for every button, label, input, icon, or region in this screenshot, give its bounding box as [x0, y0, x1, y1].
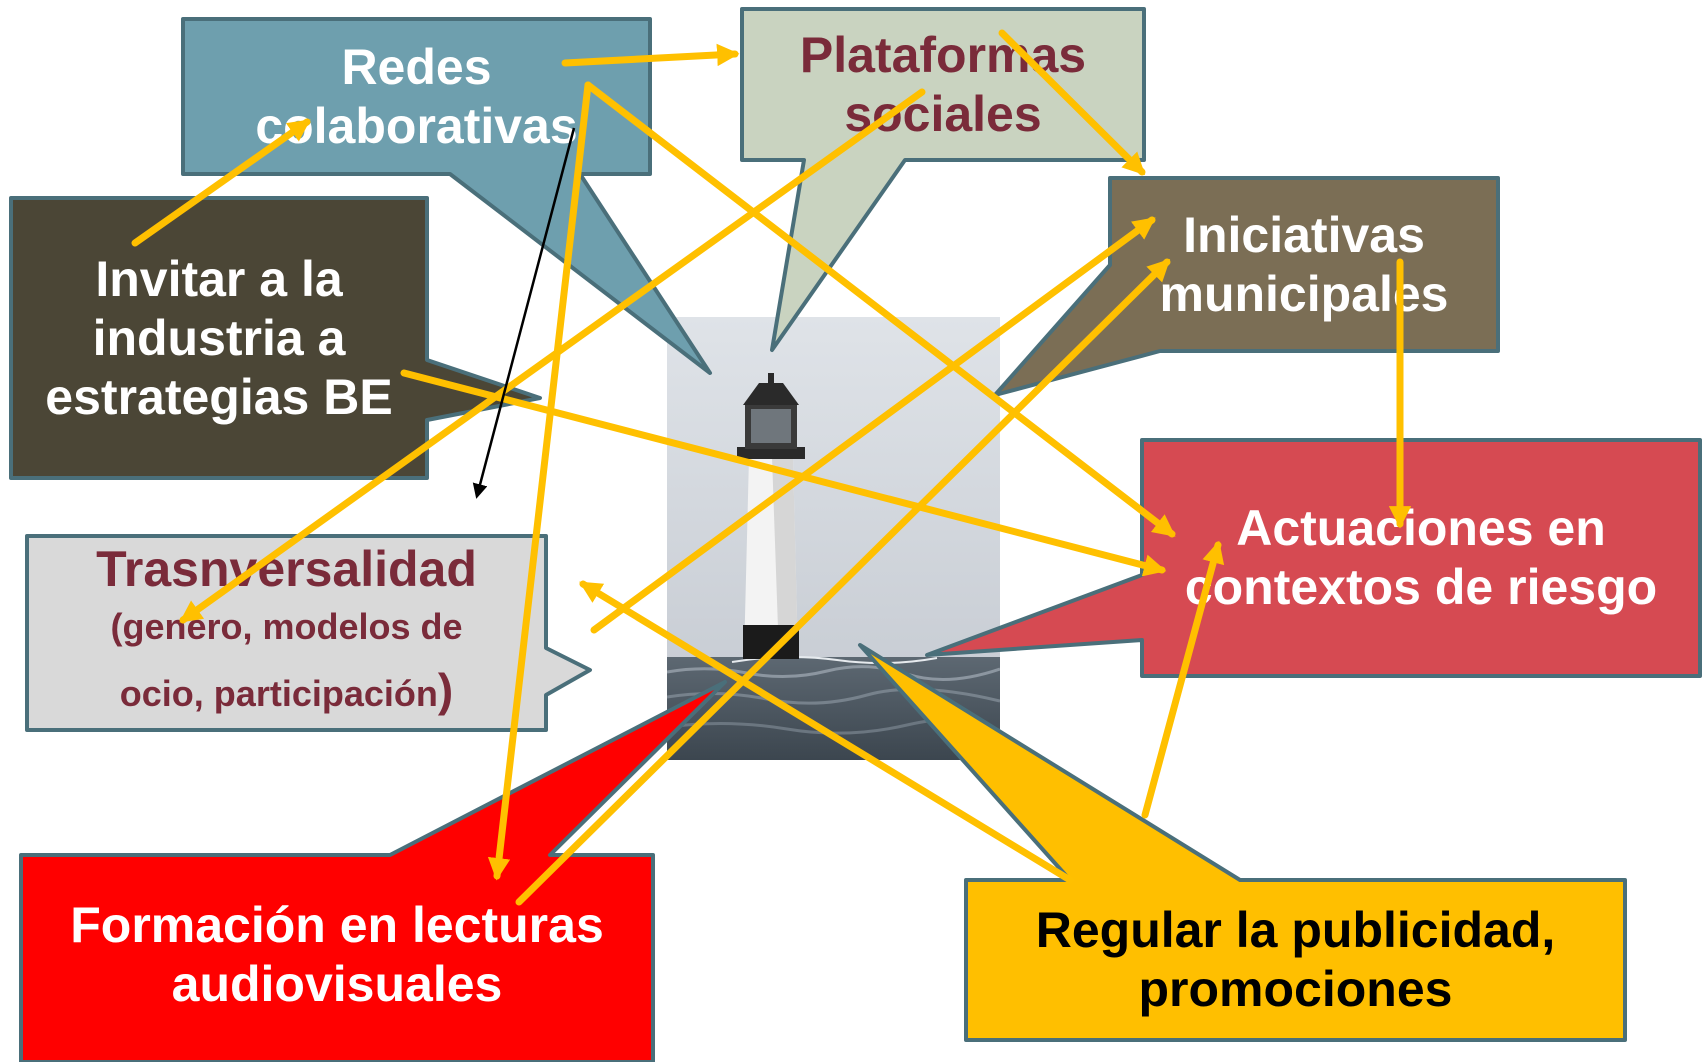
node-transversalidad-title: Trasnversalidad — [96, 540, 477, 597]
node-actuaciones-line2: contextos de riesgo — [1184, 559, 1658, 615]
node-invitar: Invitar a la industria a estrategias BE — [11, 198, 427, 478]
node-invitar-line2: industria a — [92, 309, 346, 366]
node-transversalidad-close-paren: ) — [437, 663, 454, 716]
node-iniciativas: Iniciativas municipales — [1110, 178, 1498, 351]
node-transversalidad: Trasnversalidad (genero, modelos de ocio… — [27, 536, 546, 730]
node-transversalidad-line3-text: ocio, participación — [119, 672, 438, 714]
node-regular: Regular la publicidad, promociones — [966, 880, 1625, 1040]
node-regular-line1: Regular la publicidad, — [1035, 902, 1556, 958]
node-plataformas-line1: Plataformas — [799, 26, 1087, 83]
node-invitar-line1: Invitar a la — [95, 250, 343, 307]
node-redes-line1: Redes — [341, 38, 492, 95]
node-actuaciones-line1: Actuaciones en — [1236, 500, 1606, 556]
node-regular-line2: promociones — [1138, 961, 1453, 1017]
node-iniciativas-line2: municipales — [1159, 265, 1449, 322]
node-plataformas: Plataformas sociales — [742, 9, 1144, 160]
node-actuaciones: Actuaciones en contextos de riesgo — [1142, 440, 1700, 676]
node-redes-line2: colaborativas — [255, 97, 578, 154]
node-transversalidad-line3: ocio, participación) — [120, 655, 453, 726]
node-iniciativas-line1: Iniciativas — [1183, 206, 1425, 263]
node-plataformas-line2: sociales — [844, 85, 1042, 142]
node-formacion: Formación en lecturas audiovisuales — [21, 855, 653, 1062]
node-formacion-line1: Formación en lecturas — [70, 896, 604, 953]
node-redes: Redes colaborativas — [183, 19, 650, 174]
node-invitar-line3: estrategias BE — [45, 368, 393, 425]
node-transversalidad-line2: (genero, modelos de — [110, 605, 463, 647]
node-formacion-line2: audiovisuales — [171, 955, 503, 1012]
